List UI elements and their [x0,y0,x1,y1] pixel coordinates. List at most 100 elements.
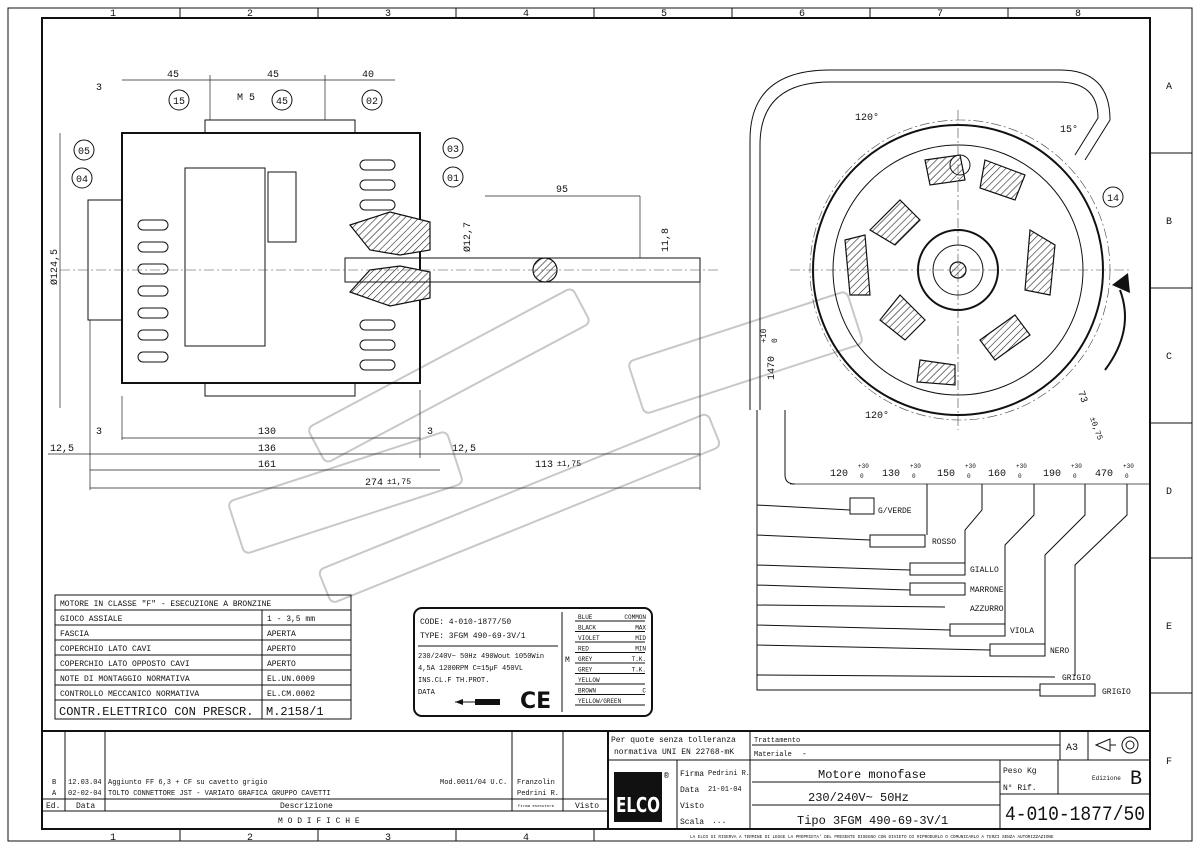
nameplate-wire-function: T.K. [632,656,646,663]
wire-length-tol-minus: 0 [967,473,971,480]
peso-label: Peso Kg [1003,767,1037,776]
grid-col-1-bottom: 1 [110,833,116,844]
rev-ed: A [52,790,57,798]
edizione-label: Edizione [1092,775,1121,782]
registered-mark: ® [664,772,669,781]
grid-col-5: 5 [661,9,667,20]
spec-value: 1 - 3,5 mm [267,615,315,624]
wire-length-value: 160 [988,469,1006,480]
balloon-04: 04 [76,175,88,186]
grid-col-2: 2 [247,9,253,20]
drawing-title-1: Motore monofase [818,768,926,782]
modifiche-title: M O D I F I C H E [278,817,360,826]
dim-130: 130 [258,427,276,438]
nameplate-code: CODE: 4-010-1877/50 [420,618,511,627]
grid-row-c: C [1166,352,1172,363]
dim-3-left: 3 [96,427,102,438]
revisions-block: B 12.03.04 Aggiunto FF 6,3 + CF su cavet… [41,730,609,830]
balloon-02: 02 [366,97,378,108]
scala-value: ... [712,817,726,826]
grid-col-2-bottom: 2 [247,833,253,844]
spec-value: APERTA [267,630,296,639]
wire-label-g-verde: G/VERDE [878,507,912,516]
wire-length-value: 120 [830,469,848,480]
wire-label-azzurro: AZZURRO [970,605,1004,614]
rev-ref: Mod.0011/04 U.C. [440,779,507,787]
balloon-45: 45 [276,97,288,108]
wire-length-value: 150 [937,469,955,480]
dim-12-5-left: 12,5 [50,444,74,455]
spec-value: M.2158/1 [266,705,324,719]
scala-label: Scala [680,818,704,827]
cable-tol-minus: 0 [771,338,780,343]
materiale-label: Materiale [754,751,792,759]
rev-desc: TOLTO CONNETTORE JST - VARIATO GRAFICA G… [108,790,331,798]
spec-label: FASCIA [60,630,89,639]
grid-col-3-bottom: 3 [385,833,391,844]
dim-95: 95 [556,185,568,196]
nameplate-wire-color: RED [578,646,589,653]
grid-col-7: 7 [937,9,943,20]
wire-length-tol-plus: +30 [1123,463,1134,470]
wire-length-tol-plus: +30 [910,463,921,470]
wire-label-viola: VIOLA [1010,627,1034,636]
ce-mark: CE [520,689,551,714]
balloon-03: 03 [447,145,459,156]
spec-label: CONTR.ELETTRICO CON PRESCR. [59,705,253,719]
firma-value: Pedrini R. [708,770,750,778]
header-date: Data [76,802,95,811]
header-ed: Ed. [46,802,60,811]
dim-45-a: 45 [167,70,179,81]
wire-length-tol-minus: 0 [1073,473,1077,480]
nameplate-line4: DATA [418,689,436,697]
tolerance-note-2: normativa UNI EN 22768-mK [614,748,734,757]
elco-logo-text: ELCO [616,793,660,817]
grid-row-e: E [1166,622,1172,633]
wire-length-value: 470 [1095,469,1113,480]
spec-value: EL.UN.0009 [267,675,315,684]
spec-label: GIOCO ASSIALE [60,615,123,624]
nameplate-wire-color: YELLOW/GREEN [578,698,622,705]
rev-signed: Pedrini R. [517,790,559,798]
grid-col-4-bottom: 4 [523,833,529,844]
wire-label-nero: NERO [1050,647,1069,656]
spec-table: MOTORE IN CLASSE "F" - ESECUZIONE A BRON… [54,594,352,720]
nameplate-wire-function: C [642,688,646,695]
rev-ed: B [52,779,56,787]
angle-small: 15° [1060,124,1078,136]
nameplate-wire-function: MAX [635,625,646,632]
data-label: Data [680,786,699,795]
angle-top: 120° [855,112,879,124]
wire-length-tol-plus: +30 [1016,463,1027,470]
nameplate-line1: 230/240V~ 50Hz 490Wout 1050Win [418,653,544,661]
wire-length-tol-plus: +30 [965,463,976,470]
firma-label: Firma [680,770,704,779]
grid-row-f: F [1166,757,1172,768]
watermark [228,288,863,603]
grid-col-4: 4 [523,9,529,20]
wire-length-tol-minus: 0 [1125,473,1129,480]
dim-12-5-right: 12,5 [452,444,476,455]
nameplate-line3: INS.CL.F TH.PROT. [418,677,489,685]
balloon-14: 14 [1107,194,1119,205]
grid-col-3: 3 [385,9,391,20]
spec-value: APERTO [267,645,296,654]
wire-length-tol-plus: +30 [1071,463,1082,470]
nameplate-wire-color: VIOLET [578,635,600,642]
balloon-01: 01 [447,174,459,185]
spec-table-title: MOTORE IN CLASSE "F" - ESECUZIONE A BRON… [60,600,271,609]
rev-date: 12.03.04 [68,779,102,787]
dim-113: 113 [535,460,553,471]
header-desc: Descrizione [280,802,333,811]
rev-date: 02-02-04 [68,790,102,798]
dim-274: 274 [365,478,383,489]
tolerance-note-1: Per quote senza tolleranza [611,736,736,745]
nameplate-label: CODE: 4-010-1877/50 TYPE: 3FGM 490-69-3V… [413,607,653,717]
wire-length-tol-minus: 0 [912,473,916,480]
wire-label-giallo: GIALLO [970,566,999,575]
title-block: Per quote senza tolleranza normativa UNI… [607,730,1151,840]
dim-3-right: 3 [427,427,433,438]
grid-row-d: D [1166,487,1172,498]
nameplate-wire-function: T.K. [632,667,646,674]
dim-dia-shaft: Ø12,7 [462,222,474,252]
